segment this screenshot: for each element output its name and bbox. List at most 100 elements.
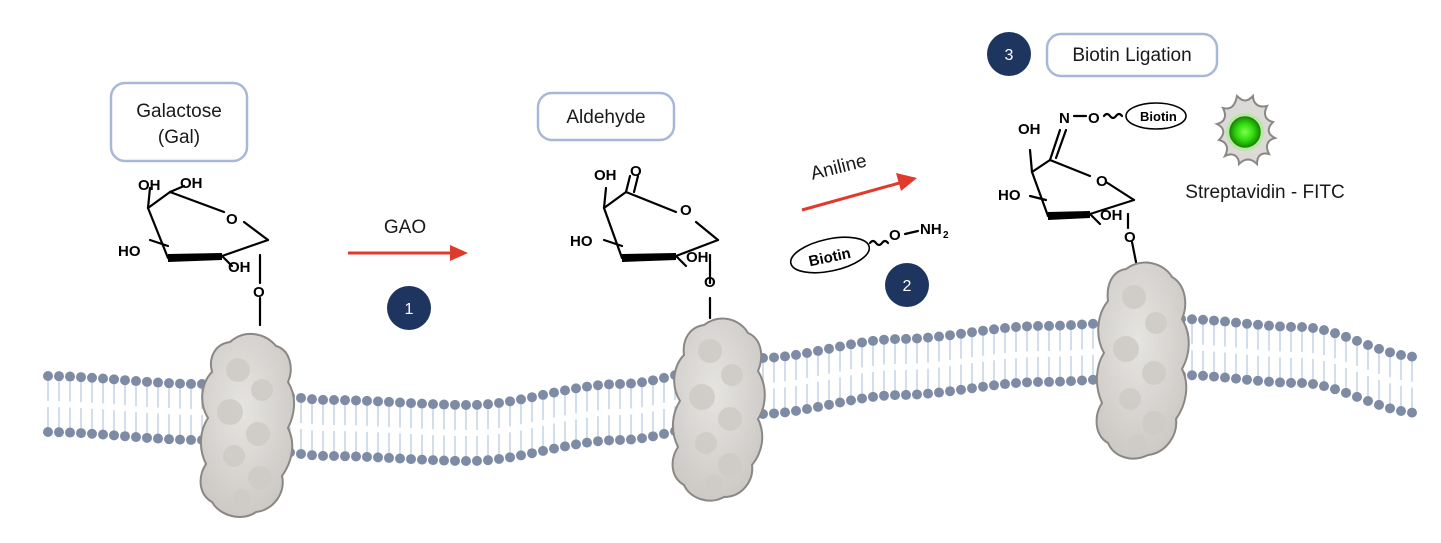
reagent-oxygen: O (889, 227, 901, 244)
lipid-head (1231, 317, 1241, 328)
aldehyde-link-oxygen: O (704, 274, 716, 291)
aldehyde-structure: OH O O HO OH O (570, 163, 720, 320)
lipid-head (901, 333, 911, 344)
biotin-aminooxy-reagent: Biotin O NH 2 (789, 221, 949, 274)
lipid-head (1308, 378, 1318, 389)
biotin-ligation-text: Biotin Ligation (1072, 45, 1191, 66)
lipid-head (560, 441, 570, 452)
lipid-head (846, 339, 856, 350)
membrane-protein-3 (1095, 261, 1190, 460)
aldehyde-oh-1: OH (594, 167, 617, 184)
product-oh-2: OH (1100, 207, 1123, 224)
lipid-head (593, 380, 603, 391)
lipid-head (890, 390, 900, 401)
lipid-head (879, 334, 889, 345)
lipid-head (626, 378, 636, 389)
lipid-head (1341, 387, 1351, 398)
lipid-head (1077, 319, 1087, 330)
lipid-head (1286, 377, 1296, 388)
lipid-head (1363, 339, 1373, 350)
lipid-head (175, 378, 185, 389)
lipid-head (164, 378, 174, 389)
lipid-head (802, 404, 812, 415)
lipid-head (835, 341, 845, 352)
streptavidin-fitc-icon (1214, 93, 1278, 167)
aldehyde-label-text: Aldehyde (566, 107, 645, 128)
lipid-head (1209, 315, 1219, 326)
lipid-head (1374, 343, 1384, 354)
lipid-head (1352, 335, 1362, 346)
lipid-head (186, 434, 196, 445)
galactose-oh-3: OH (228, 259, 251, 276)
lipid-head (65, 427, 75, 438)
lipid-head (472, 399, 482, 410)
lipid-head (505, 396, 515, 407)
lipid-head (450, 455, 460, 466)
lipid-head (637, 377, 647, 388)
product-oh-1: OH (1018, 121, 1041, 138)
lipid-head (659, 372, 669, 383)
lipid-head (846, 395, 856, 406)
lipid-head (43, 371, 53, 382)
lipid-head (1330, 328, 1340, 339)
lipid-head (1055, 320, 1065, 331)
lipid-head (538, 445, 548, 456)
lipid-head (494, 397, 504, 408)
lipid-head (186, 378, 196, 389)
lipid-head (857, 337, 867, 348)
step-badge-1: 1 (387, 286, 431, 330)
lipid-head (901, 389, 911, 400)
lipid-head (1297, 322, 1307, 333)
streptavidin-fitc-label: Streptavidin - FITC (1185, 182, 1344, 203)
product-biotin-tag: Biotin (1140, 109, 1177, 124)
lipid-head (967, 327, 977, 338)
lipid-head (538, 389, 548, 400)
lipid-head (1044, 376, 1054, 387)
step-3-number: 3 (1005, 47, 1014, 64)
lipid-head (439, 399, 449, 410)
lipid-head (1297, 378, 1307, 389)
lipid-head (417, 454, 427, 465)
lipid-head (428, 399, 438, 410)
lipid-head (1000, 323, 1010, 334)
lipid-head (989, 380, 999, 391)
lipid-head (494, 453, 504, 464)
lipid-head (780, 351, 790, 362)
lipid-head (769, 352, 779, 363)
lipid-head (1066, 376, 1076, 387)
lipid-head (945, 330, 955, 341)
galactose-structure: OH OH O HO OH O (118, 175, 270, 327)
aniline-label: Aniline (808, 151, 868, 185)
lipid-head (1396, 405, 1406, 416)
product-oxime-oxygen: O (1088, 110, 1100, 127)
reagent-nh: NH (920, 221, 942, 238)
lipid-head (659, 428, 669, 439)
lipid-head (373, 396, 383, 407)
lipid-head (142, 432, 152, 443)
lipid-head (1264, 376, 1274, 387)
aldehyde-label: Aldehyde (536, 91, 676, 142)
lipid-head (340, 395, 350, 406)
lipid-head (571, 439, 581, 450)
product-link-oxygen: O (1124, 229, 1136, 246)
lipid-head (791, 405, 801, 416)
step-badge-2: 2 (885, 263, 929, 307)
lipid-head (175, 434, 185, 445)
lipid-head (626, 434, 636, 445)
lipid-head (153, 377, 163, 388)
lipid-head (813, 345, 823, 356)
lipid-head (912, 389, 922, 400)
lipid-head (604, 379, 614, 390)
lipid-head (1242, 318, 1252, 329)
lipid-head (43, 427, 53, 438)
lipid-head (934, 387, 944, 398)
lipid-head (296, 392, 306, 403)
lipid-head (978, 381, 988, 392)
lipid-head (87, 428, 97, 439)
gao-label: GAO (384, 217, 426, 238)
aldehyde-oh-2: OH (686, 249, 709, 266)
lipid-head (549, 443, 559, 454)
lipid-head (527, 448, 537, 459)
lipid-head (978, 325, 988, 336)
lipid-head (76, 372, 86, 383)
